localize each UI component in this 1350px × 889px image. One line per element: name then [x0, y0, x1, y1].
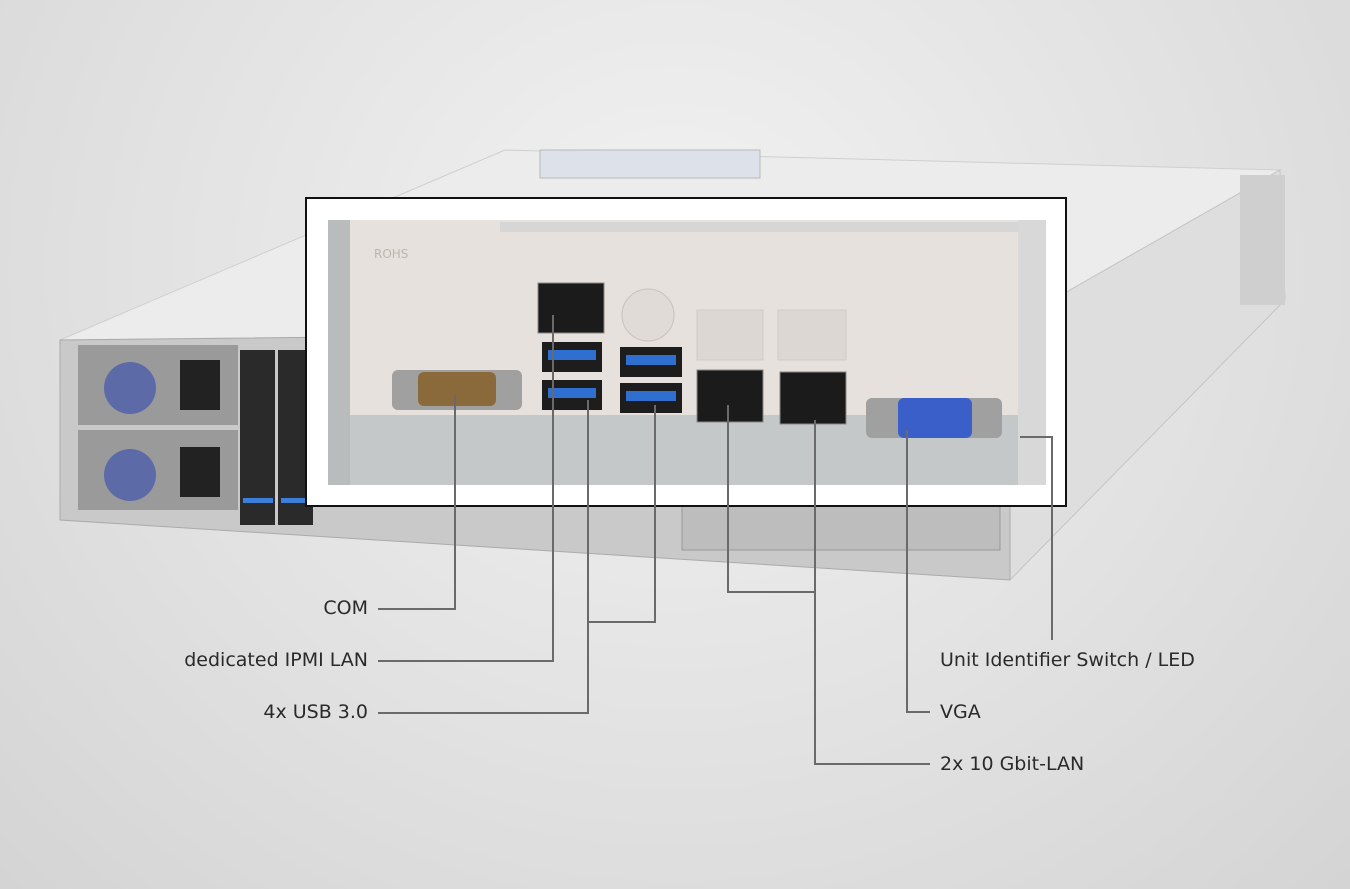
leader-lan — [814, 420, 930, 765]
leader-usb — [378, 400, 589, 714]
ipmi-lan-port — [537, 282, 605, 334]
pcie-slots — [681, 504, 1001, 551]
drive-bays — [240, 350, 313, 525]
callout-ipmi-lan: dedicated IPMI LAN — [184, 649, 368, 671]
uid-button-cover — [621, 288, 675, 342]
rohs-emboss: ROHS — [374, 247, 408, 261]
lan-port-2 — [779, 371, 847, 425]
leader-uid — [1020, 436, 1053, 640]
lan-port-1 — [696, 369, 764, 423]
callout-usb: 4x USB 3.0 — [263, 701, 368, 723]
chassis-label-sticker — [539, 149, 761, 179]
leader-vga — [906, 430, 930, 713]
callout-com: COM — [323, 597, 368, 619]
callout-vga: VGA — [940, 701, 981, 723]
vent-holes — [500, 222, 1020, 232]
leader-ipmi — [378, 315, 554, 662]
leader-com — [378, 395, 456, 610]
power-supply-units — [78, 345, 238, 510]
callout-lan: 2x 10 Gbit-LAN — [940, 753, 1085, 775]
leader-lines — [378, 315, 1053, 765]
usb-ports — [542, 342, 682, 413]
callout-uid: Unit Identifier Switch / LED — [940, 649, 1195, 671]
